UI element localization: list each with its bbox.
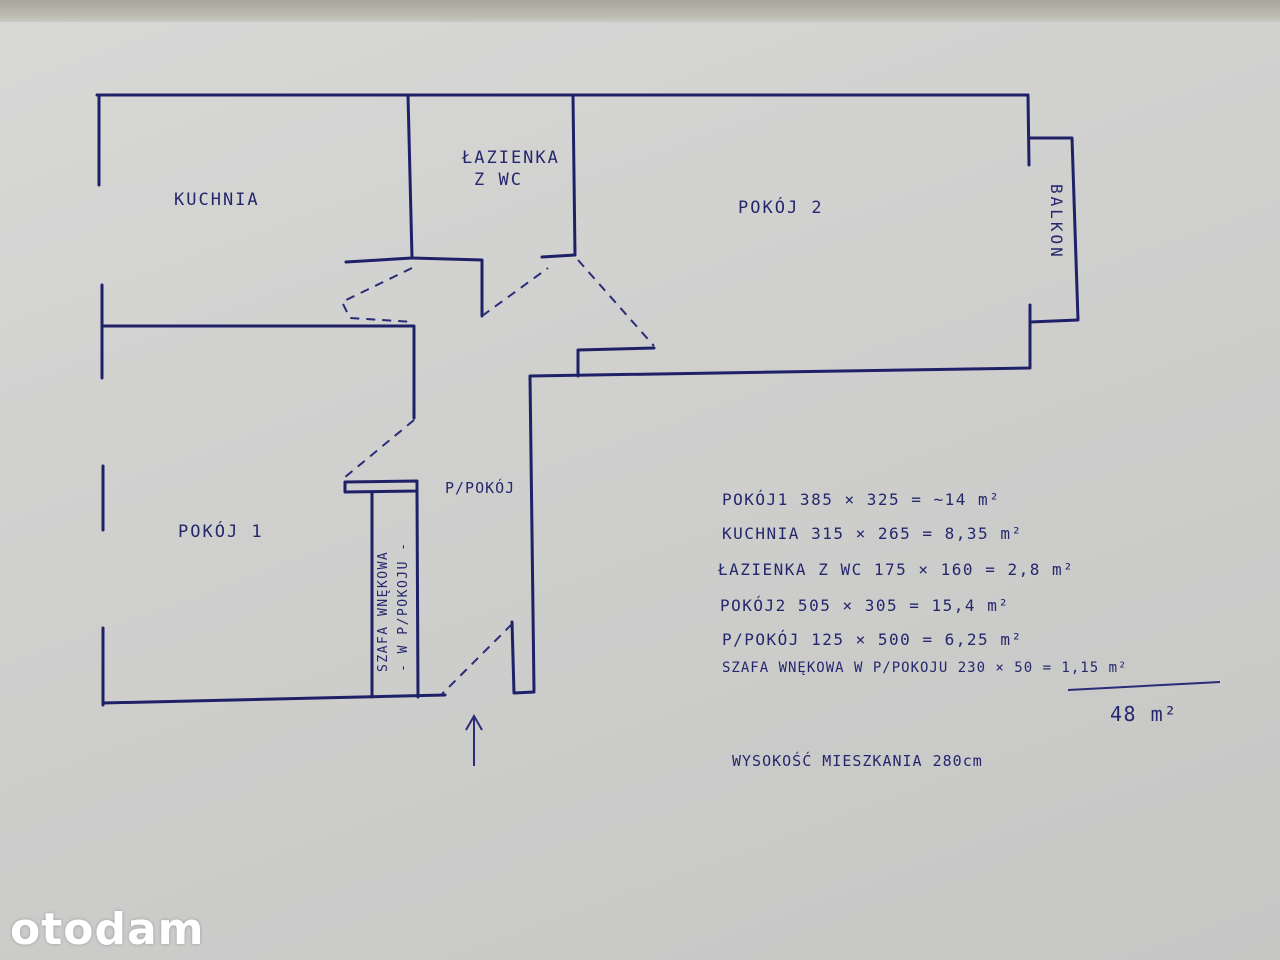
- summary-row-szafa: SZAFA WNĘKOWA W P/POKOJU 230 × 50 = 1,15…: [722, 660, 1128, 676]
- label-szafa-line1: SZAFA WNĘKOWA: [376, 550, 391, 672]
- label-szafa-line2: - W P/POKOJU -: [396, 541, 411, 672]
- label-kuchnia: KUCHNIA: [174, 190, 260, 210]
- wardrobe-top: [343, 479, 419, 494]
- otodam-watermark: otodam: [10, 904, 205, 955]
- wall-pokoj1-bottom: [101, 693, 447, 705]
- summary-row-pokoj1: POKÓJ1 385 × 325 = ~14 m²: [722, 490, 1001, 509]
- label-lazienka-line1: ŁAZIENKA: [462, 148, 560, 168]
- wall-hall-right: [528, 303, 1032, 692]
- label-przedpokoj: P/POKÓJ: [445, 479, 516, 497]
- total-underline: [1067, 681, 1221, 691]
- height-note: WYSOKOŚĆ MIESZKANIA 280cm: [732, 752, 983, 770]
- door-swing-pokoj2: [577, 259, 655, 347]
- summary-row-przedpokoj: P/POKÓJ 125 × 500 = 6,25 m²: [722, 630, 1023, 649]
- summary-total: 48 m²: [1110, 702, 1178, 726]
- summary-row-pokoj2: POKÓJ2 505 × 305 = 15,4 m²: [720, 596, 1010, 615]
- summary-row-lazienka: ŁAZIENKA Z WC 175 × 160 = 2,8 m²: [718, 560, 1075, 579]
- label-pokoj2: POKÓJ 2: [738, 198, 824, 218]
- wall-pokoj2-right: [1026, 93, 1031, 167]
- door-swing-kitchen: [340, 267, 415, 323]
- door-swing-pokoj1: [343, 419, 415, 479]
- wall-kitchen-pokoj1: [100, 324, 416, 420]
- label-lazienka-line2: Z WC: [474, 170, 523, 190]
- wall-kitchen-right: [344, 93, 414, 264]
- label-pokoj1: POKÓJ 1: [178, 522, 264, 542]
- door-swing-entrance: [441, 623, 513, 695]
- summary-row-kuchnia: KUCHNIA 315 × 265 = 8,35 m²: [722, 524, 1023, 543]
- arrow-up-icon: [465, 713, 483, 766]
- label-balkon: BALKON: [1047, 184, 1066, 260]
- door-swing-bathroom: [481, 267, 549, 317]
- wall-pokoj2-door-stub: [576, 346, 656, 378]
- wall-entrance-right: [510, 620, 536, 695]
- wall-bathroom-left: [410, 256, 484, 318]
- background-fabric: [0, 0, 1280, 22]
- wall-balcony: [1027, 136, 1080, 324]
- wardrobe-outline: [370, 489, 420, 699]
- wall-bathroom-right: [540, 93, 577, 259]
